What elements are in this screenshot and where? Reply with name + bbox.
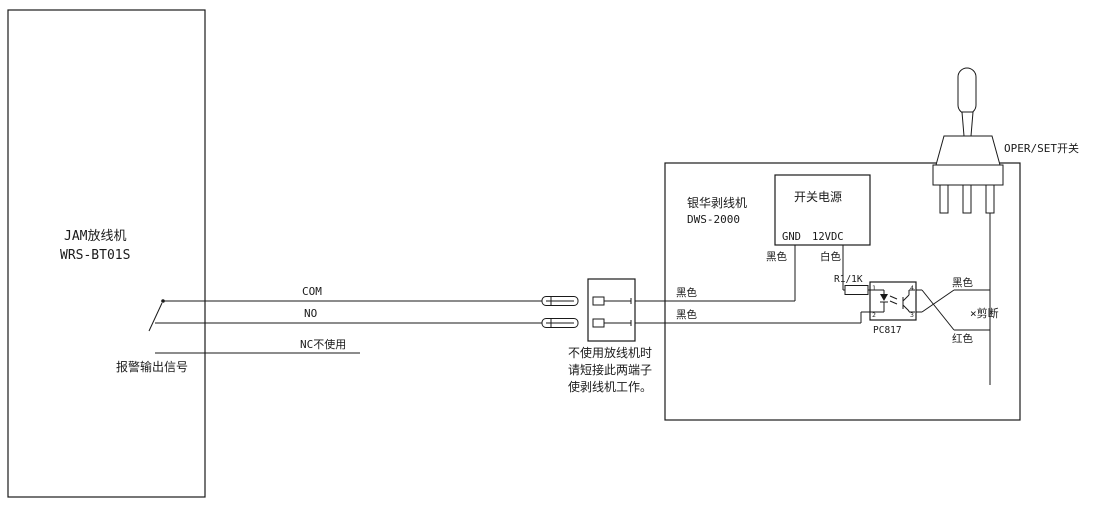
switch-body xyxy=(935,135,1001,166)
internal-wiring: 黑色 白色 黑色 黑色 xyxy=(635,245,870,324)
jumper-note-line2: 请短接此两端子 xyxy=(568,362,652,377)
terminal-block xyxy=(587,278,636,342)
terminal-bottom-contact xyxy=(592,318,605,328)
supply-wire-color-label: 白色 xyxy=(820,250,841,263)
jumper-note-line3: 使剥线机工作。 xyxy=(568,379,652,394)
led-leads xyxy=(870,289,888,313)
led-emission-arrows xyxy=(889,295,898,305)
input-top-color-label: 黑色 xyxy=(676,286,697,299)
jumper-note-line1: 不使用放线机时 xyxy=(568,345,652,360)
payoff-machine-title-line1: JAM放线机 xyxy=(64,229,126,244)
jumper-note: 不使用放线机时 请短接此两端子 使剥线机工作。 xyxy=(568,345,652,394)
switch-pin-left xyxy=(939,184,949,214)
switch-black-label: 黑色 xyxy=(952,276,973,289)
cut-mark-label: ×剪断 xyxy=(970,306,999,320)
input-bottom-wire xyxy=(635,311,870,324)
spade-detail-bottom xyxy=(546,318,574,328)
crossed-switch-wires: 黑色 红色 ×剪断 xyxy=(916,213,999,385)
switch-neck xyxy=(961,111,974,137)
gnd-black-wire xyxy=(635,245,796,302)
spade-detail-top xyxy=(546,296,574,306)
optocoupler-outline xyxy=(869,281,917,321)
switch-lever xyxy=(957,67,977,115)
oper-set-switch: OPER/SET开关 xyxy=(932,67,1079,214)
switch-pin-right xyxy=(985,184,995,214)
power-supply-gnd-pin: GND xyxy=(782,231,801,243)
red-to-black-cross-wire xyxy=(916,289,990,313)
resistor-body xyxy=(844,285,869,295)
optocoupler-pc817: 1 2 3 4 PC817 xyxy=(869,281,917,336)
com-label: COM xyxy=(302,285,322,298)
black-to-red-cross-wire xyxy=(916,289,990,331)
gnd-wire-color-label: 黑色 xyxy=(766,250,787,263)
payoff-machine-box: JAM放线机 WRS-BT01S 报警输出信号 xyxy=(7,9,206,498)
alarm-output-label: 报警输出信号 xyxy=(116,359,188,374)
phototransistor-symbol xyxy=(902,289,915,313)
spade-connector-bottom xyxy=(541,318,579,328)
oper-set-switch-label: OPER/SET开关 xyxy=(1004,141,1079,155)
output-wires: COM NO NC不使用 xyxy=(155,285,542,354)
stripper-machine-outline xyxy=(664,162,1021,421)
stripper-title-line1: 银华剥线机 xyxy=(687,196,747,210)
switch-red-label: 红色 xyxy=(952,332,973,345)
power-supply-title: 开关电源 xyxy=(794,190,842,204)
relay-contact-symbol xyxy=(148,299,165,332)
payoff-machine-outline xyxy=(7,9,206,498)
optocoupler-pin2: 2 xyxy=(872,311,876,319)
input-bottom-color-label: 黑色 xyxy=(676,308,697,321)
led-diode-symbol xyxy=(880,294,888,301)
power-supply-12v-pin: 12VDC xyxy=(812,231,844,243)
resistor-r1: R1/1K xyxy=(834,274,869,295)
stripper-machine-box: 银华剥线机 DWS-2000 xyxy=(664,162,1021,421)
optocoupler-pin3: 3 xyxy=(910,311,914,319)
switch-base xyxy=(932,164,1004,186)
resistor-label: R1/1K xyxy=(834,274,863,285)
nc-label: NC不使用 xyxy=(300,338,346,351)
terminal-top-contact xyxy=(592,296,605,306)
payoff-machine-title-line2: WRS-BT01S xyxy=(60,248,130,263)
optocoupler-label: PC817 xyxy=(873,325,902,336)
relay-armature xyxy=(148,302,163,332)
power-supply-outline xyxy=(774,174,871,246)
stripper-title-line2: DWS-2000 xyxy=(687,213,740,226)
no-label: NO xyxy=(304,307,317,320)
power-supply: 开关电源 GND 12VDC xyxy=(774,174,871,246)
optocoupler-pin4: 4 xyxy=(910,284,914,292)
switch-pin-middle xyxy=(962,184,972,214)
terminal-block-outline xyxy=(587,278,636,342)
optocoupler-pin1: 1 xyxy=(872,284,876,292)
spade-connector-top xyxy=(541,296,579,306)
